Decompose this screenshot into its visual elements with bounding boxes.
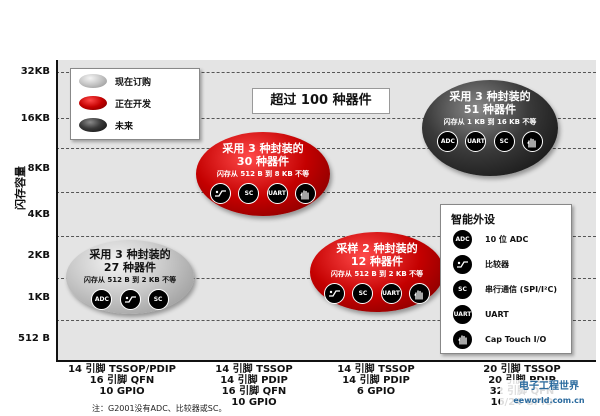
ellipse-30-devices: 采用 3 种封装的 30 种器件 闪存从 512 B 到 8 KB 不等 SC … bbox=[196, 132, 330, 216]
cap-touch-icon bbox=[408, 283, 430, 304]
uart-icon: UART bbox=[266, 183, 288, 204]
legend-item-future: 未来 bbox=[79, 117, 133, 133]
gridline-6kb bbox=[56, 192, 596, 193]
sc-icon: SC bbox=[452, 278, 473, 300]
ellipse-icons: ADC SC bbox=[66, 289, 194, 310]
adc-icon: ADC bbox=[452, 228, 473, 250]
sc-icon: SC bbox=[238, 183, 260, 204]
ellipse-27-devices: 采用 3 种封装的 27 种器件 闪存从 512 B 到 2 KB 不等 ADC… bbox=[66, 240, 194, 314]
comparator-icon bbox=[119, 289, 141, 310]
uart-icon: UART bbox=[465, 131, 487, 152]
smart-peripherals-title: 智能外设 bbox=[451, 213, 495, 226]
y-tick-512b: 512 B bbox=[18, 333, 50, 344]
sc-icon: SC bbox=[352, 283, 374, 304]
smart-peripherals-panel: 智能外设 ADC 10 位 ADC 比较器 SC 串行通信 (SPI/I²C) … bbox=[440, 204, 572, 354]
comparator-icon bbox=[324, 283, 346, 304]
gridline-32kb bbox=[56, 72, 596, 73]
gridline-3kb bbox=[56, 236, 596, 237]
ellipse-51-devices: 采用 3 种封装的 51 种器件 闪存从 1 KB 到 16 KB 不等 ADC… bbox=[422, 80, 558, 176]
legend-item-developing: 正在开发 bbox=[79, 95, 151, 111]
sc-icon: SC bbox=[493, 131, 515, 152]
feature-cap-touch: Cap Touch I/O bbox=[451, 328, 546, 350]
y-tick-4kb: 4KB bbox=[27, 209, 50, 220]
uart-icon: UART bbox=[452, 303, 473, 325]
x-group-2: 14 引脚 TSSOP 14 引脚 PDIP 16 引脚 QFN 10 GPIO bbox=[215, 364, 293, 408]
feature-uart: UART UART bbox=[451, 303, 509, 325]
footnote: 注：G2001没有ADC、比较器或SC。 bbox=[92, 404, 227, 413]
sc-icon: SC bbox=[147, 289, 169, 310]
legend-swatch-gray bbox=[79, 74, 107, 88]
y-tick-2kb: 2KB bbox=[27, 250, 50, 261]
x-axis-line bbox=[56, 360, 596, 362]
y-tick-8kb: 8KB bbox=[27, 163, 50, 174]
feature-serial: SC 串行通信 (SPI/I²C) bbox=[451, 278, 557, 300]
banner-device-count: 超过 100 种器件 bbox=[252, 88, 390, 114]
ellipse-12-devices: 采样 2 种封装的 12 种器件 闪存从 512 B 到 2 KB 不等 SC … bbox=[310, 232, 444, 312]
watermark-logo: 电子工程世界 eeworld.com.cn bbox=[500, 380, 598, 410]
cap-touch-icon bbox=[452, 328, 473, 350]
ellipse-icons: SC UART bbox=[196, 183, 330, 204]
ellipse-icons: SC UART bbox=[310, 283, 444, 304]
gridline-16kb bbox=[56, 118, 596, 119]
legend-item-now: 现在订购 bbox=[79, 73, 151, 89]
adc-icon: ADC bbox=[91, 289, 113, 310]
cap-touch-icon bbox=[294, 183, 316, 204]
y-tick-1kb: 1KB bbox=[27, 292, 50, 303]
comparator-icon bbox=[210, 183, 232, 204]
x-group-3: 14 引脚 TSSOP 14 引脚 PDIP 6 GPIO bbox=[337, 364, 415, 397]
feature-comparator: 比较器 bbox=[451, 253, 509, 275]
ellipse-icons: ADC UART SC bbox=[422, 131, 558, 152]
legend: 现在订购 正在开发 未来 bbox=[70, 68, 200, 140]
legend-swatch-red bbox=[79, 96, 107, 110]
y-tick-32kb: 32KB bbox=[20, 66, 50, 77]
x-group-1: 14 引脚 TSSOP/PDIP 16 引脚 QFN 10 GPIO bbox=[68, 364, 176, 397]
gridline-768b bbox=[56, 320, 596, 321]
y-tick-16kb: 16KB bbox=[20, 113, 50, 124]
gridline-12kb bbox=[56, 148, 596, 149]
uart-icon: UART bbox=[380, 283, 402, 304]
feature-adc: ADC 10 位 ADC bbox=[451, 228, 528, 250]
y-axis-line bbox=[56, 60, 58, 360]
legend-swatch-dark bbox=[79, 118, 107, 132]
comparator-icon bbox=[452, 253, 473, 275]
cap-touch-icon bbox=[521, 131, 543, 152]
adc-icon: ADC bbox=[437, 131, 459, 152]
